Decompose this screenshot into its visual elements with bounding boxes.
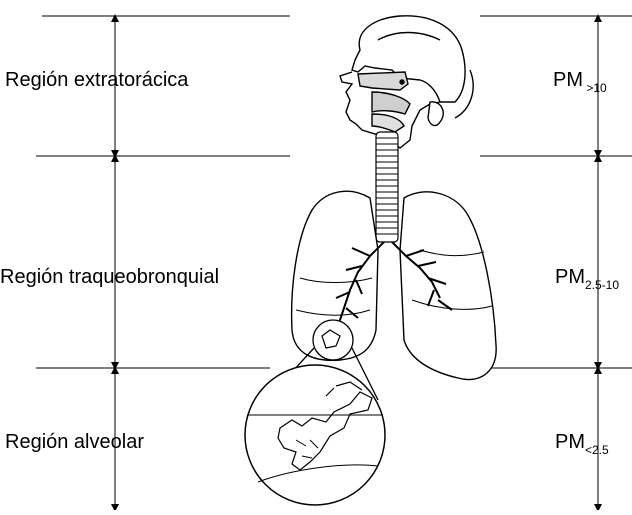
pm-main-text: PM [553,69,583,91]
pm-subscript: <2.5 [585,443,609,457]
pm-main-text: PM [555,431,585,453]
pm-subscript: >10 [583,81,607,95]
human-head-icon [340,16,473,148]
region-label-alveolar: Región alveolar [5,432,144,452]
pm-label-traqueobronquial: PM2.5-10 [555,267,619,291]
region-label-traqueobronquial: Región traqueobronquial [0,267,219,287]
pm-label-extratoracica: PM >10 [553,70,607,94]
pm-label-alveolar: PM<2.5 [555,432,609,456]
pm-subscript: 2.5-10 [585,278,619,292]
pm-main-text: PM [555,266,585,288]
region-label-extratoracica: Región extratorácica [5,70,188,90]
trachea-icon [376,132,398,242]
